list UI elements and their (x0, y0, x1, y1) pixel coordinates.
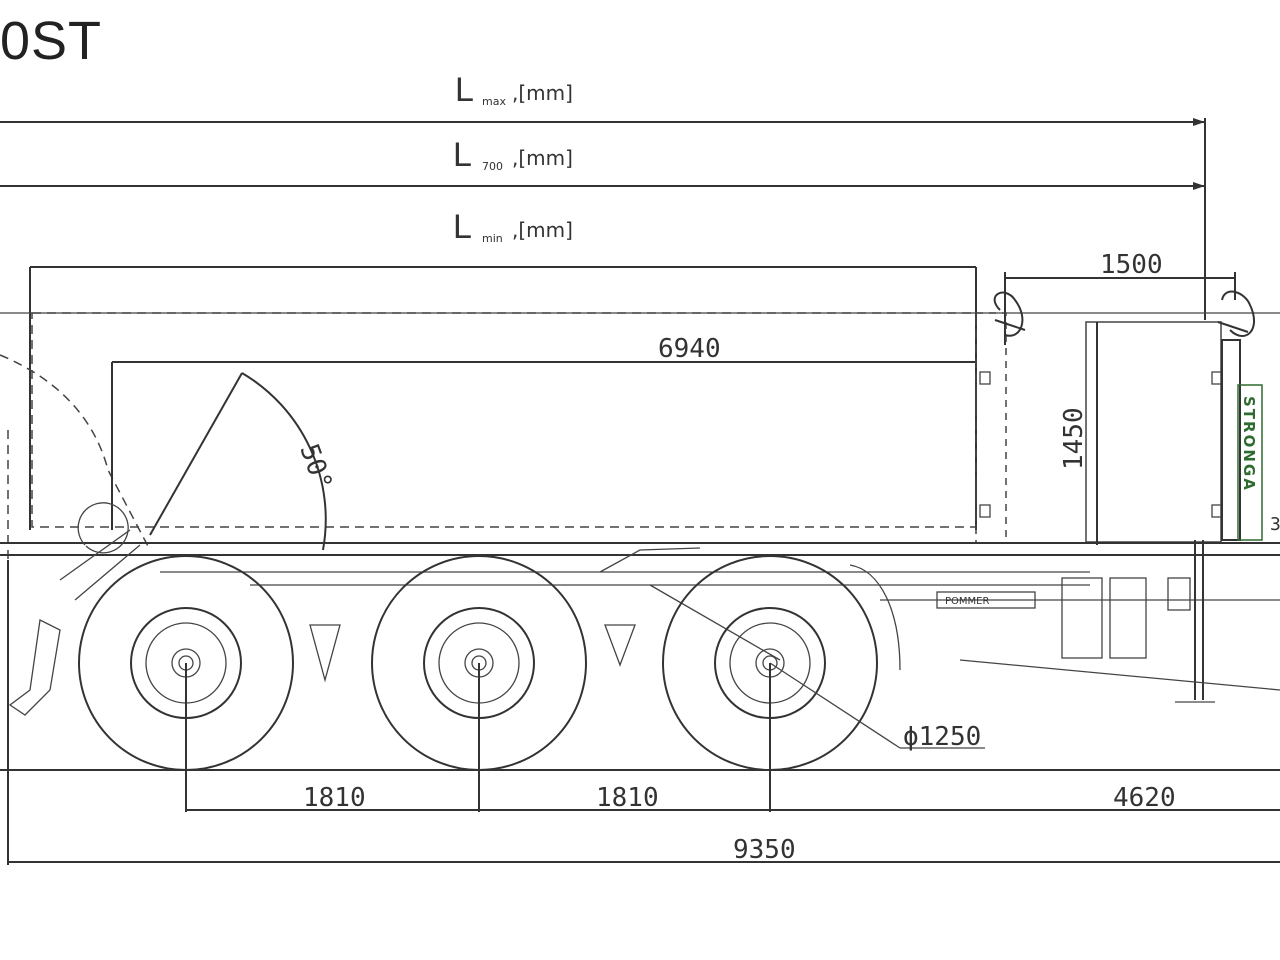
length-min-symbol: L (453, 208, 472, 246)
body-length-value: 6940 (658, 334, 721, 364)
rear-overhang-value: 4620 (1113, 783, 1176, 813)
length-min-subscript: min (482, 232, 503, 245)
cab-outline (0, 354, 151, 551)
axle-spacing-1-value: 1810 (303, 783, 366, 813)
hook-height-value: 1450 (1059, 407, 1089, 470)
plate (936, 591, 1036, 609)
length-700-unit: ,[mm] (512, 146, 573, 170)
tipping-angle: 50° (149, 372, 338, 551)
length-700-dimension: L 700 ,[mm] (0, 136, 1205, 190)
length-max-symbol: L (455, 71, 474, 109)
length-700-subscript: 700 (482, 160, 503, 173)
total-length-dimension: 9350 (7, 560, 1280, 865)
drawing-title: 0ST (0, 11, 103, 71)
length-min-unit: ,[mm] (512, 218, 573, 242)
total-length-value: 9350 (733, 835, 796, 865)
brand-vertical-label: STRONGA (1240, 396, 1258, 492)
body-length-dimension: 6940 (111, 334, 976, 530)
hook-offset-dimension: 1500 (1004, 250, 1236, 345)
axle-spacing-dimensions: 1810 1810 4620 (185, 663, 1280, 813)
length-max-unit: ,[mm] (512, 81, 573, 105)
plate-label: POMMER (945, 596, 989, 607)
wheel-diameter-value: ϕ1250 (903, 722, 981, 752)
edge-mark: 3 (1270, 514, 1280, 535)
length-min-dimension: L min ,[mm] (453, 208, 573, 246)
hanger-1 (309, 624, 341, 683)
hook-arm: 1450 (993, 290, 1263, 545)
axle-spacing-2-value: 1810 (596, 783, 659, 813)
length-max-dimension: L max ,[mm] (0, 71, 1205, 126)
hook-offset-value: 1500 (1100, 250, 1163, 280)
hanger-2 (604, 624, 636, 667)
length-max-subscript: max (482, 95, 506, 108)
container-body (31, 312, 977, 528)
wheel-diameter-dimension: ϕ1250 (769, 662, 985, 752)
chassis-frame: POMMER (0, 502, 1280, 716)
angle-value: 50° (293, 440, 337, 494)
length-700-symbol: L (453, 136, 472, 174)
